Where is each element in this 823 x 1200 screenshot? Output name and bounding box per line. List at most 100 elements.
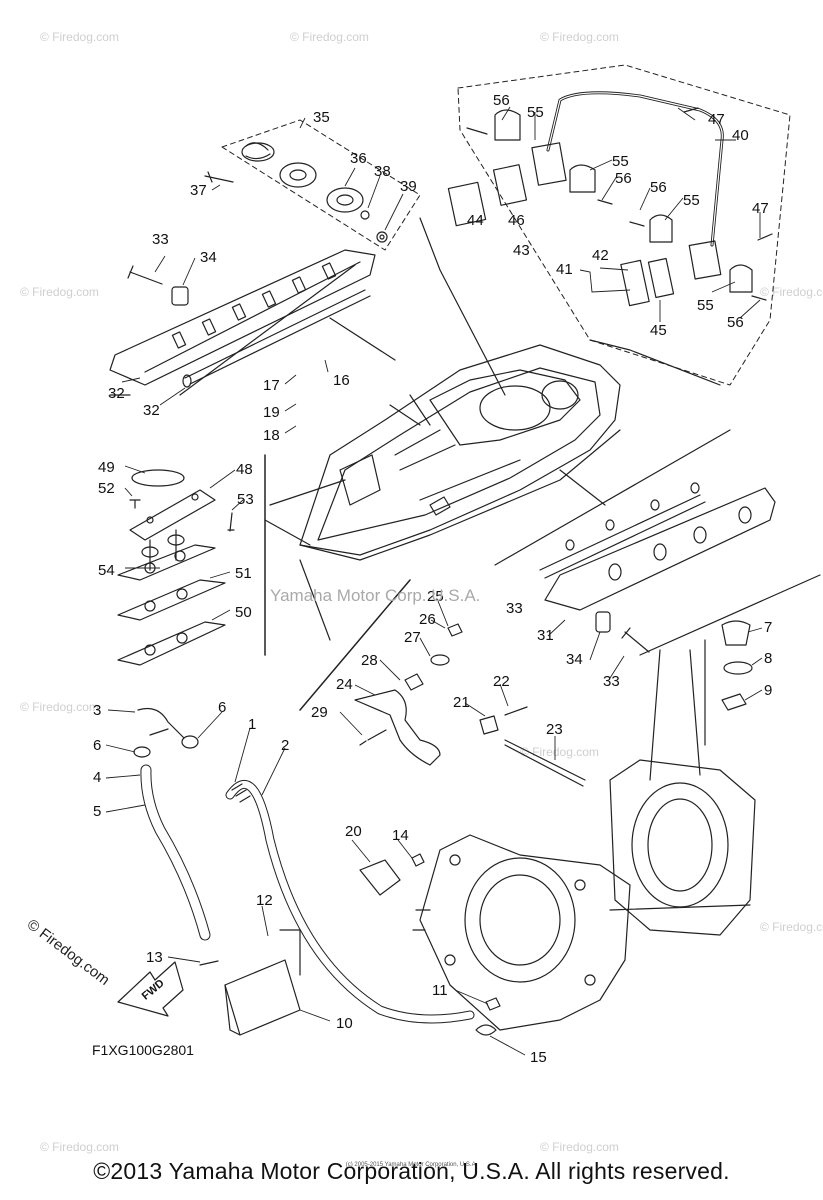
clip-21 xyxy=(479,715,499,735)
watermark: © Firedog.com xyxy=(540,30,619,44)
watermark: © Firedog.com xyxy=(290,30,369,44)
callout-12: 12 xyxy=(256,892,273,909)
bracket-12 xyxy=(279,929,301,976)
copyright-footer: ©2013 Yamaha Motor Corporation, U.S.A. A… xyxy=(93,1158,730,1184)
callout-labels: 35 37 36 38 39 33 34 56 55 47 40 55 56 5… xyxy=(93,92,772,1066)
callout-2: 2 xyxy=(281,737,289,754)
corrugated-end xyxy=(231,783,251,803)
fitting-20 xyxy=(359,859,401,896)
nozzle-assembly xyxy=(609,649,756,936)
callout-37: 37 xyxy=(190,182,207,199)
callout-51: 51 xyxy=(235,565,252,582)
callout-48: 48 xyxy=(236,461,253,478)
callout-44: 44 xyxy=(467,212,484,229)
callout-3: 3 xyxy=(93,702,101,719)
callout-34: 34 xyxy=(566,651,583,668)
screw-29 xyxy=(359,729,387,746)
callout-35: 35 xyxy=(313,109,330,126)
callout-18: 18 xyxy=(263,427,280,444)
callout-7: 7 xyxy=(764,619,772,636)
callout-20: 20 xyxy=(345,823,362,840)
callout-14: 14 xyxy=(392,827,409,844)
callout-19: 19 xyxy=(263,404,280,421)
nut-14 xyxy=(411,853,425,867)
nut-11 xyxy=(485,997,501,1011)
screw-53 xyxy=(227,512,235,532)
callout-5: 5 xyxy=(93,803,101,820)
pad-45 xyxy=(647,257,675,299)
bolt-33 xyxy=(621,627,650,653)
watermark: © Firedog.com xyxy=(40,1140,119,1154)
cover-49 xyxy=(131,469,185,487)
callout-4: 4 xyxy=(93,769,101,786)
pad-42 xyxy=(620,259,650,307)
plate-50 xyxy=(117,621,226,666)
callout-10: 10 xyxy=(336,1015,353,1032)
callout-55: 55 xyxy=(683,192,700,209)
group-outline xyxy=(221,119,421,251)
fine-print: (c) 2005-2015 Yamaha Motor Corporation, … xyxy=(345,1162,478,1168)
callout-26: 26 xyxy=(419,611,436,628)
callout-13: 13 xyxy=(146,949,163,966)
watermark: © Firedog.com xyxy=(760,285,823,299)
callout-32: 33 xyxy=(506,600,523,617)
callout-45: 45 xyxy=(650,322,667,339)
callout-6: 6 xyxy=(93,737,101,754)
callout-42: 42 xyxy=(592,247,609,264)
callout-53: 53 xyxy=(237,491,254,508)
callout-31: 32 xyxy=(108,385,125,402)
rail-slots xyxy=(565,482,752,581)
watermark: © Firedog.com xyxy=(540,1140,619,1154)
callout-32: 32 xyxy=(143,402,160,419)
callout-52: 52 xyxy=(98,480,115,497)
callout-21: 21 xyxy=(453,694,470,711)
callout-55: 55 xyxy=(527,104,544,121)
callout-28: 28 xyxy=(361,652,378,669)
callout-22: 22 xyxy=(493,673,510,690)
spacer-34 xyxy=(171,286,189,306)
pump-housing xyxy=(412,834,631,1031)
callout-34: 34 xyxy=(200,249,217,266)
callout-33: 33 xyxy=(603,673,620,690)
callout-30: 31 xyxy=(537,627,554,644)
fwd-arrow xyxy=(117,961,184,1017)
watermark: © Firedog.com xyxy=(760,920,823,934)
cap-7 xyxy=(721,620,751,646)
plate-48 xyxy=(129,489,216,541)
callout-1: 1 xyxy=(248,716,256,733)
exhaust-outlet-part xyxy=(204,142,388,243)
callout-36: 36 xyxy=(350,150,367,167)
bracket-24 xyxy=(354,689,441,766)
callout-25: 25 xyxy=(427,588,444,605)
elbow-3 xyxy=(137,707,185,739)
gasket-54 xyxy=(117,544,216,581)
center-watermark: Yamaha Motor Corp. U.S.A. xyxy=(270,586,481,605)
pad-46 xyxy=(492,164,528,206)
callout-15: 15 xyxy=(530,1049,547,1066)
callout-55: 55 xyxy=(612,153,629,170)
callout-27: 27 xyxy=(404,629,421,646)
handle-bracket xyxy=(531,142,567,186)
callout-8: 8 xyxy=(764,650,772,667)
callout-56: 56 xyxy=(615,170,632,187)
callout-40: 40 xyxy=(732,127,749,144)
callout-43: 43 xyxy=(513,242,530,259)
watermark: © Firedog.com xyxy=(20,700,99,714)
callout-9: 9 xyxy=(764,682,772,699)
callout-41: 41 xyxy=(556,261,573,278)
callout-11: 11 xyxy=(432,982,448,999)
grab-handle xyxy=(546,91,724,247)
rail-slots xyxy=(171,262,337,349)
callout-47: 47 xyxy=(752,200,769,217)
callout-38: 38 xyxy=(374,163,391,180)
handle-group-outline xyxy=(457,64,791,386)
module-10 xyxy=(224,959,301,1036)
callout-56: 56 xyxy=(650,179,667,196)
watermark: © Firedog.com xyxy=(20,285,99,299)
handle-bracket xyxy=(688,240,722,280)
callout-17: 17 xyxy=(263,377,280,394)
callout-24: 24 xyxy=(336,676,353,693)
pin-22 xyxy=(504,706,528,716)
